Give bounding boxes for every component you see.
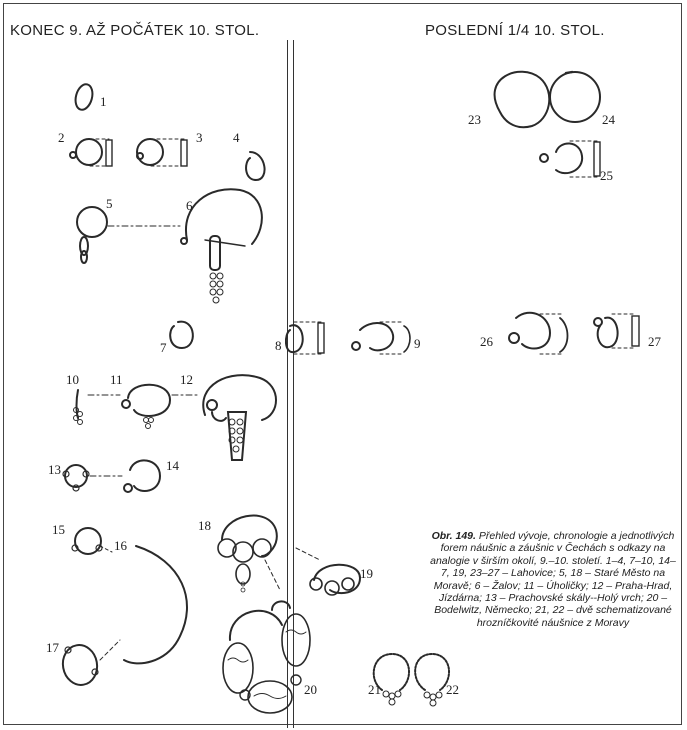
- figure-number: 22: [446, 682, 459, 697]
- figure-number: 11: [110, 372, 123, 387]
- figure-number: 1: [100, 94, 107, 109]
- earring-1: [73, 82, 95, 111]
- earring-5: [77, 207, 180, 263]
- figure-number: 19: [360, 566, 373, 581]
- earring-12: [203, 375, 276, 460]
- earring-13: [63, 465, 122, 491]
- earring-8: [286, 322, 324, 354]
- figure-number: 13: [48, 462, 61, 477]
- caption-label: Obr. 149.: [432, 530, 476, 542]
- earring-3: [137, 139, 187, 166]
- figure-number: 21: [368, 682, 381, 697]
- figure-number: 26: [480, 334, 494, 349]
- earring-16: [124, 546, 187, 663]
- figure-number: 9: [414, 336, 421, 351]
- figure-number: 12: [180, 372, 193, 387]
- earring-4: [246, 152, 265, 180]
- figure-number: 2: [58, 130, 65, 145]
- earring-24: [550, 72, 600, 122]
- earring-15: [72, 528, 112, 554]
- caption-text: Přehled vývoje, chronologie a jednotlivý…: [430, 530, 676, 629]
- earring-9: [352, 322, 410, 354]
- figure-number: 17: [46, 640, 60, 655]
- earring-11: [122, 385, 198, 429]
- earring-25: [540, 141, 600, 177]
- figure-number: 8: [275, 338, 282, 353]
- figure-number: 23: [468, 112, 481, 127]
- figure-number: 6: [186, 198, 193, 213]
- figure-number: 25: [600, 168, 613, 183]
- earring-27: [594, 314, 639, 348]
- earring-23: [495, 72, 550, 127]
- earring-19: [296, 548, 360, 595]
- earring-6: [181, 189, 262, 303]
- figure-number: 18: [198, 518, 211, 533]
- earring-10: [74, 390, 121, 425]
- figure-number: 3: [196, 130, 203, 145]
- earring-14: [124, 460, 160, 492]
- earring-21: [374, 654, 409, 705]
- earring-18: [218, 516, 280, 592]
- earring-26: [509, 313, 568, 354]
- figure-number: 14: [166, 458, 180, 473]
- figure-number: 27: [648, 334, 662, 349]
- figure-number: 7: [160, 340, 167, 355]
- earring-20: [223, 601, 310, 713]
- figure-number: 10: [66, 372, 79, 387]
- figure-number: 20: [304, 682, 317, 697]
- earring-22: [415, 654, 449, 706]
- figure-number: 5: [106, 196, 113, 211]
- figure-number: 4: [233, 130, 240, 145]
- earring-2: [70, 139, 112, 166]
- figure-number: 15: [52, 522, 65, 537]
- figure-number: 16: [114, 538, 128, 553]
- earring-7: [170, 322, 193, 348]
- figure-caption: Obr. 149. Přehled vývoje, chronologie a …: [430, 530, 676, 629]
- figure-number: 24: [602, 112, 616, 127]
- earring-17: [60, 640, 120, 688]
